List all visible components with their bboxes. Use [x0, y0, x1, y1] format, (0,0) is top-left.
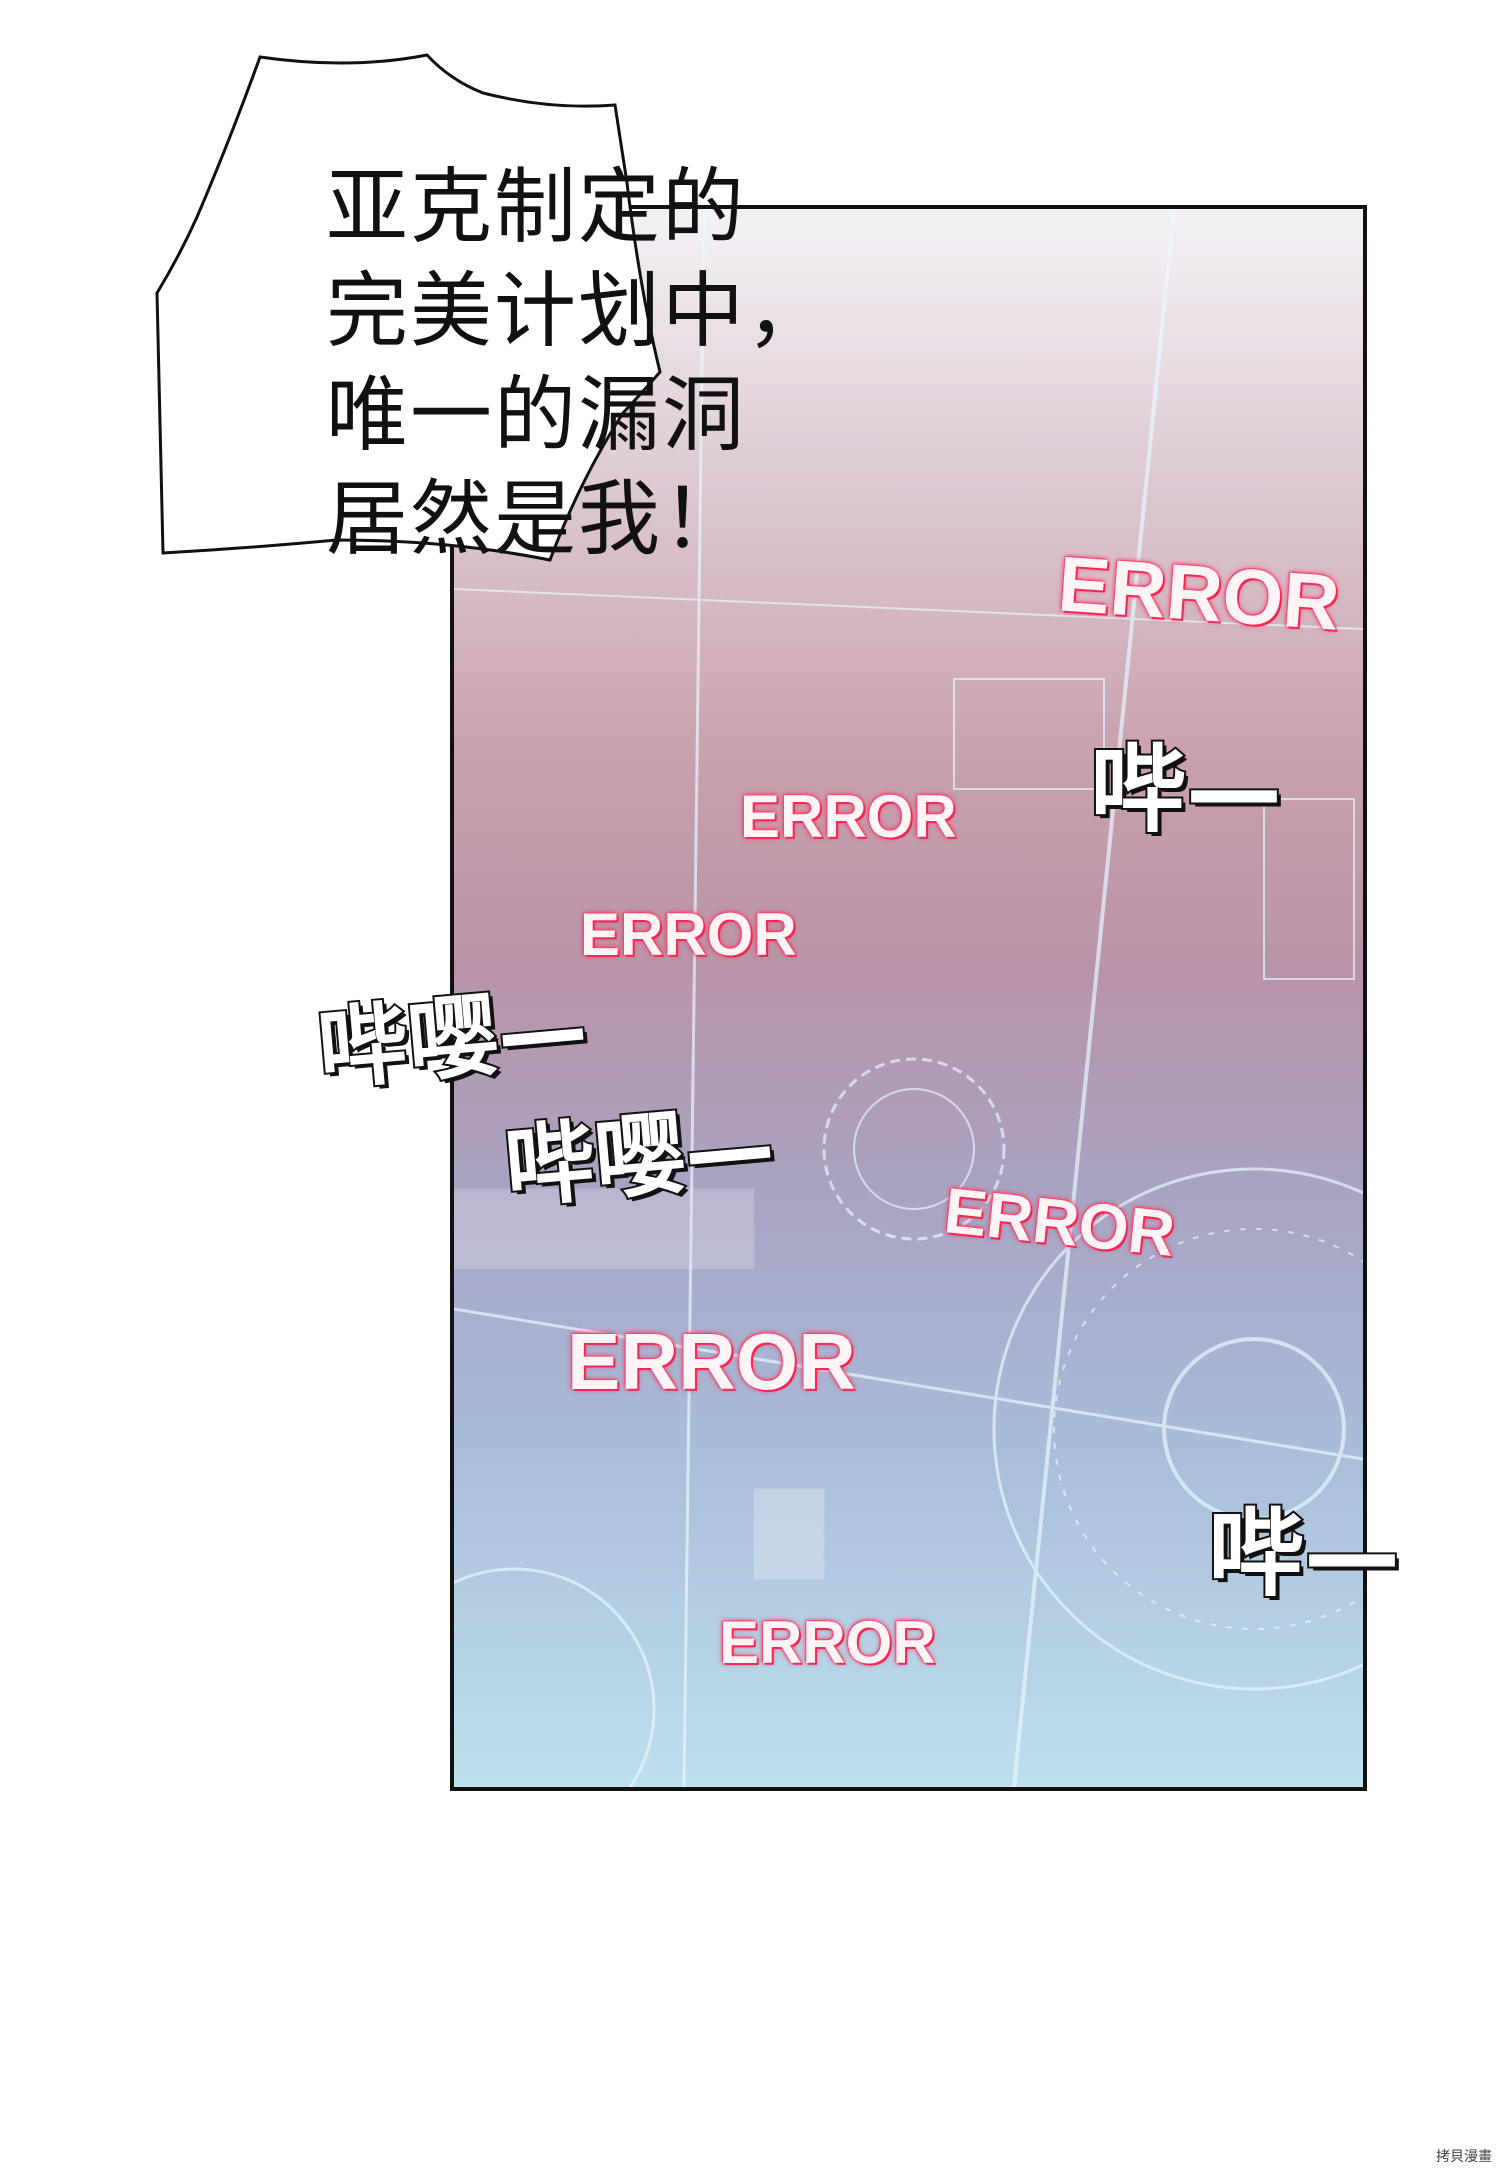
- error-sfx: ERROR: [719, 1609, 936, 1676]
- error-sfx: ERROR: [1055, 539, 1343, 647]
- error-sfx: ERROR: [567, 1317, 856, 1406]
- error-sfx: ERROR: [740, 783, 957, 850]
- bubble-line: 完美计划中，: [326, 264, 831, 359]
- bubble-line: 居然是我！: [326, 472, 747, 567]
- watermark: 拷貝漫畫: [1436, 2149, 1492, 2165]
- beep-long-sfx: 哔嘤—: [312, 973, 594, 1105]
- hologram-panel: [450, 205, 1367, 1791]
- beep-long-sfx: 哔嘤—: [499, 1091, 781, 1223]
- bubble-line: 亚克制定的: [326, 160, 747, 255]
- hud-background: [454, 209, 1363, 1787]
- speech-bubble: [155, 53, 662, 562]
- beep-sfx: 哔—: [1088, 732, 1284, 848]
- bubble-line: 唯一的漏洞: [326, 368, 747, 463]
- beep-sfx: 哔—: [1206, 1496, 1402, 1612]
- error-sfx: ERROR: [580, 901, 797, 968]
